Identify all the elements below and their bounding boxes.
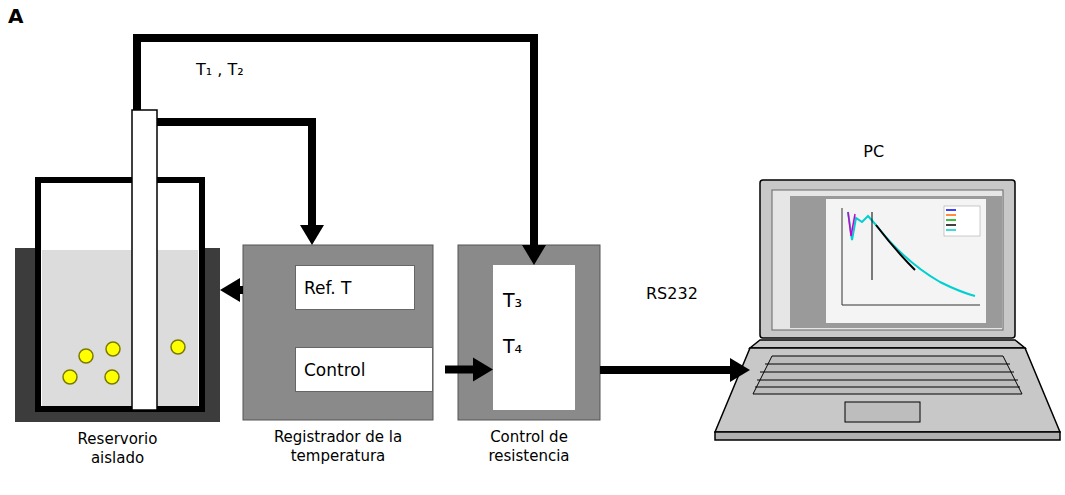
panel-letter: A <box>8 4 23 28</box>
connector-line <box>240 286 243 294</box>
connector-line <box>445 366 473 374</box>
ref-box: Ref. T <box>295 265 415 310</box>
signal-connector <box>445 358 493 382</box>
signal-connector <box>137 38 546 265</box>
samples <box>63 340 185 384</box>
signal-name: T₃ <box>503 289 522 311</box>
control-box: Control <box>295 347 433 392</box>
caption: Reservorio aislado <box>53 430 183 468</box>
signal-connector <box>220 278 243 302</box>
signal-label: RS232 <box>646 284 698 303</box>
connector-line <box>137 38 534 245</box>
reservoir-vessel <box>38 180 202 409</box>
arrowhead <box>522 245 546 265</box>
pc: PC <box>750 180 1025 442</box>
signal-label: T₁ , T₂ <box>196 60 244 79</box>
recorder-housing <box>243 245 433 420</box>
laptop <box>715 180 1060 440</box>
reservoir: Reservorio aislado <box>15 110 220 422</box>
liquid <box>42 250 198 406</box>
resistance-control-box: Control de resistenciaT₃T₄ <box>458 245 600 420</box>
connector-line <box>600 366 730 374</box>
box-label: Control <box>304 360 365 380</box>
caption: Registrador de la temperatura <box>243 428 433 466</box>
reservoir-shell <box>15 248 220 422</box>
controller-housing <box>458 245 600 420</box>
probe <box>132 110 157 410</box>
arrowhead <box>220 278 240 302</box>
arrowhead <box>473 358 493 382</box>
signal-connector <box>157 122 324 245</box>
arrowhead <box>300 225 324 245</box>
caption: PC <box>863 142 884 161</box>
sensor-display: T₃ T₄ <box>493 265 575 410</box>
box-label: Ref. T <box>304 278 351 298</box>
signal-name: T₄ <box>503 335 522 357</box>
connector-line <box>157 122 312 225</box>
caption: Control de resistencia <box>458 428 600 466</box>
arrowhead <box>730 358 750 382</box>
recorder-box: Registrador de la temperaturaRef. TContr… <box>243 245 433 420</box>
signal-connector <box>600 358 750 382</box>
